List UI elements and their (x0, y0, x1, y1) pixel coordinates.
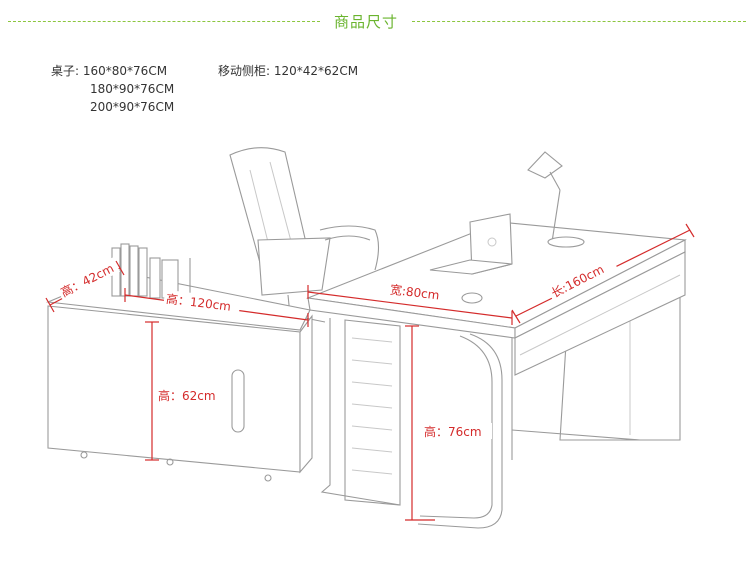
cabinet-spec-label: 移动侧柜: (218, 64, 271, 78)
cabinet-specs: 移动侧柜: 120*42*62CM (218, 62, 358, 80)
furniture-dimension-diagram: 高：42cm 高：120cm 高：62cm 宽:80cm 长:160cm 高：7… (0, 130, 750, 574)
diagram-svg: 高：42cm 高：120cm 高：62cm 宽:80cm 长:160cm 高：7… (45, 147, 695, 529)
desk-height-label: 高：76cm (424, 424, 482, 439)
cabinet-height-label: 高：62cm (158, 388, 216, 403)
desk-specs: 桌子: 160*80*76CM 180*90*76CM 200*90*76CM (51, 62, 174, 116)
desk-lamp (527, 151, 585, 248)
section-header: 商品尺寸 (0, 0, 750, 44)
section-title: 商品尺寸 (333, 13, 398, 31)
cup (461, 292, 483, 304)
desk-size-1: 160*80*76CM (82, 64, 168, 78)
cabinet-handle (231, 369, 245, 433)
desk-depth-label: 宽:80cm (389, 282, 440, 303)
desk-size-2: 180*90*76CM (90, 82, 175, 96)
chair-armrest (319, 225, 380, 271)
desk-leg-frame (417, 333, 503, 529)
office-chair (229, 147, 380, 323)
desk-spec-label: 桌子: (51, 64, 80, 78)
desk-drawer-column (344, 319, 401, 506)
header-dashed-line-right (412, 21, 746, 22)
chair-seat (257, 237, 331, 296)
desk-size-3: 200*90*76CM (90, 100, 175, 114)
header-dashed-line-left (8, 21, 320, 22)
desk-drawing (305, 151, 687, 529)
cabinet-size: 120*42*62CM (273, 64, 359, 78)
